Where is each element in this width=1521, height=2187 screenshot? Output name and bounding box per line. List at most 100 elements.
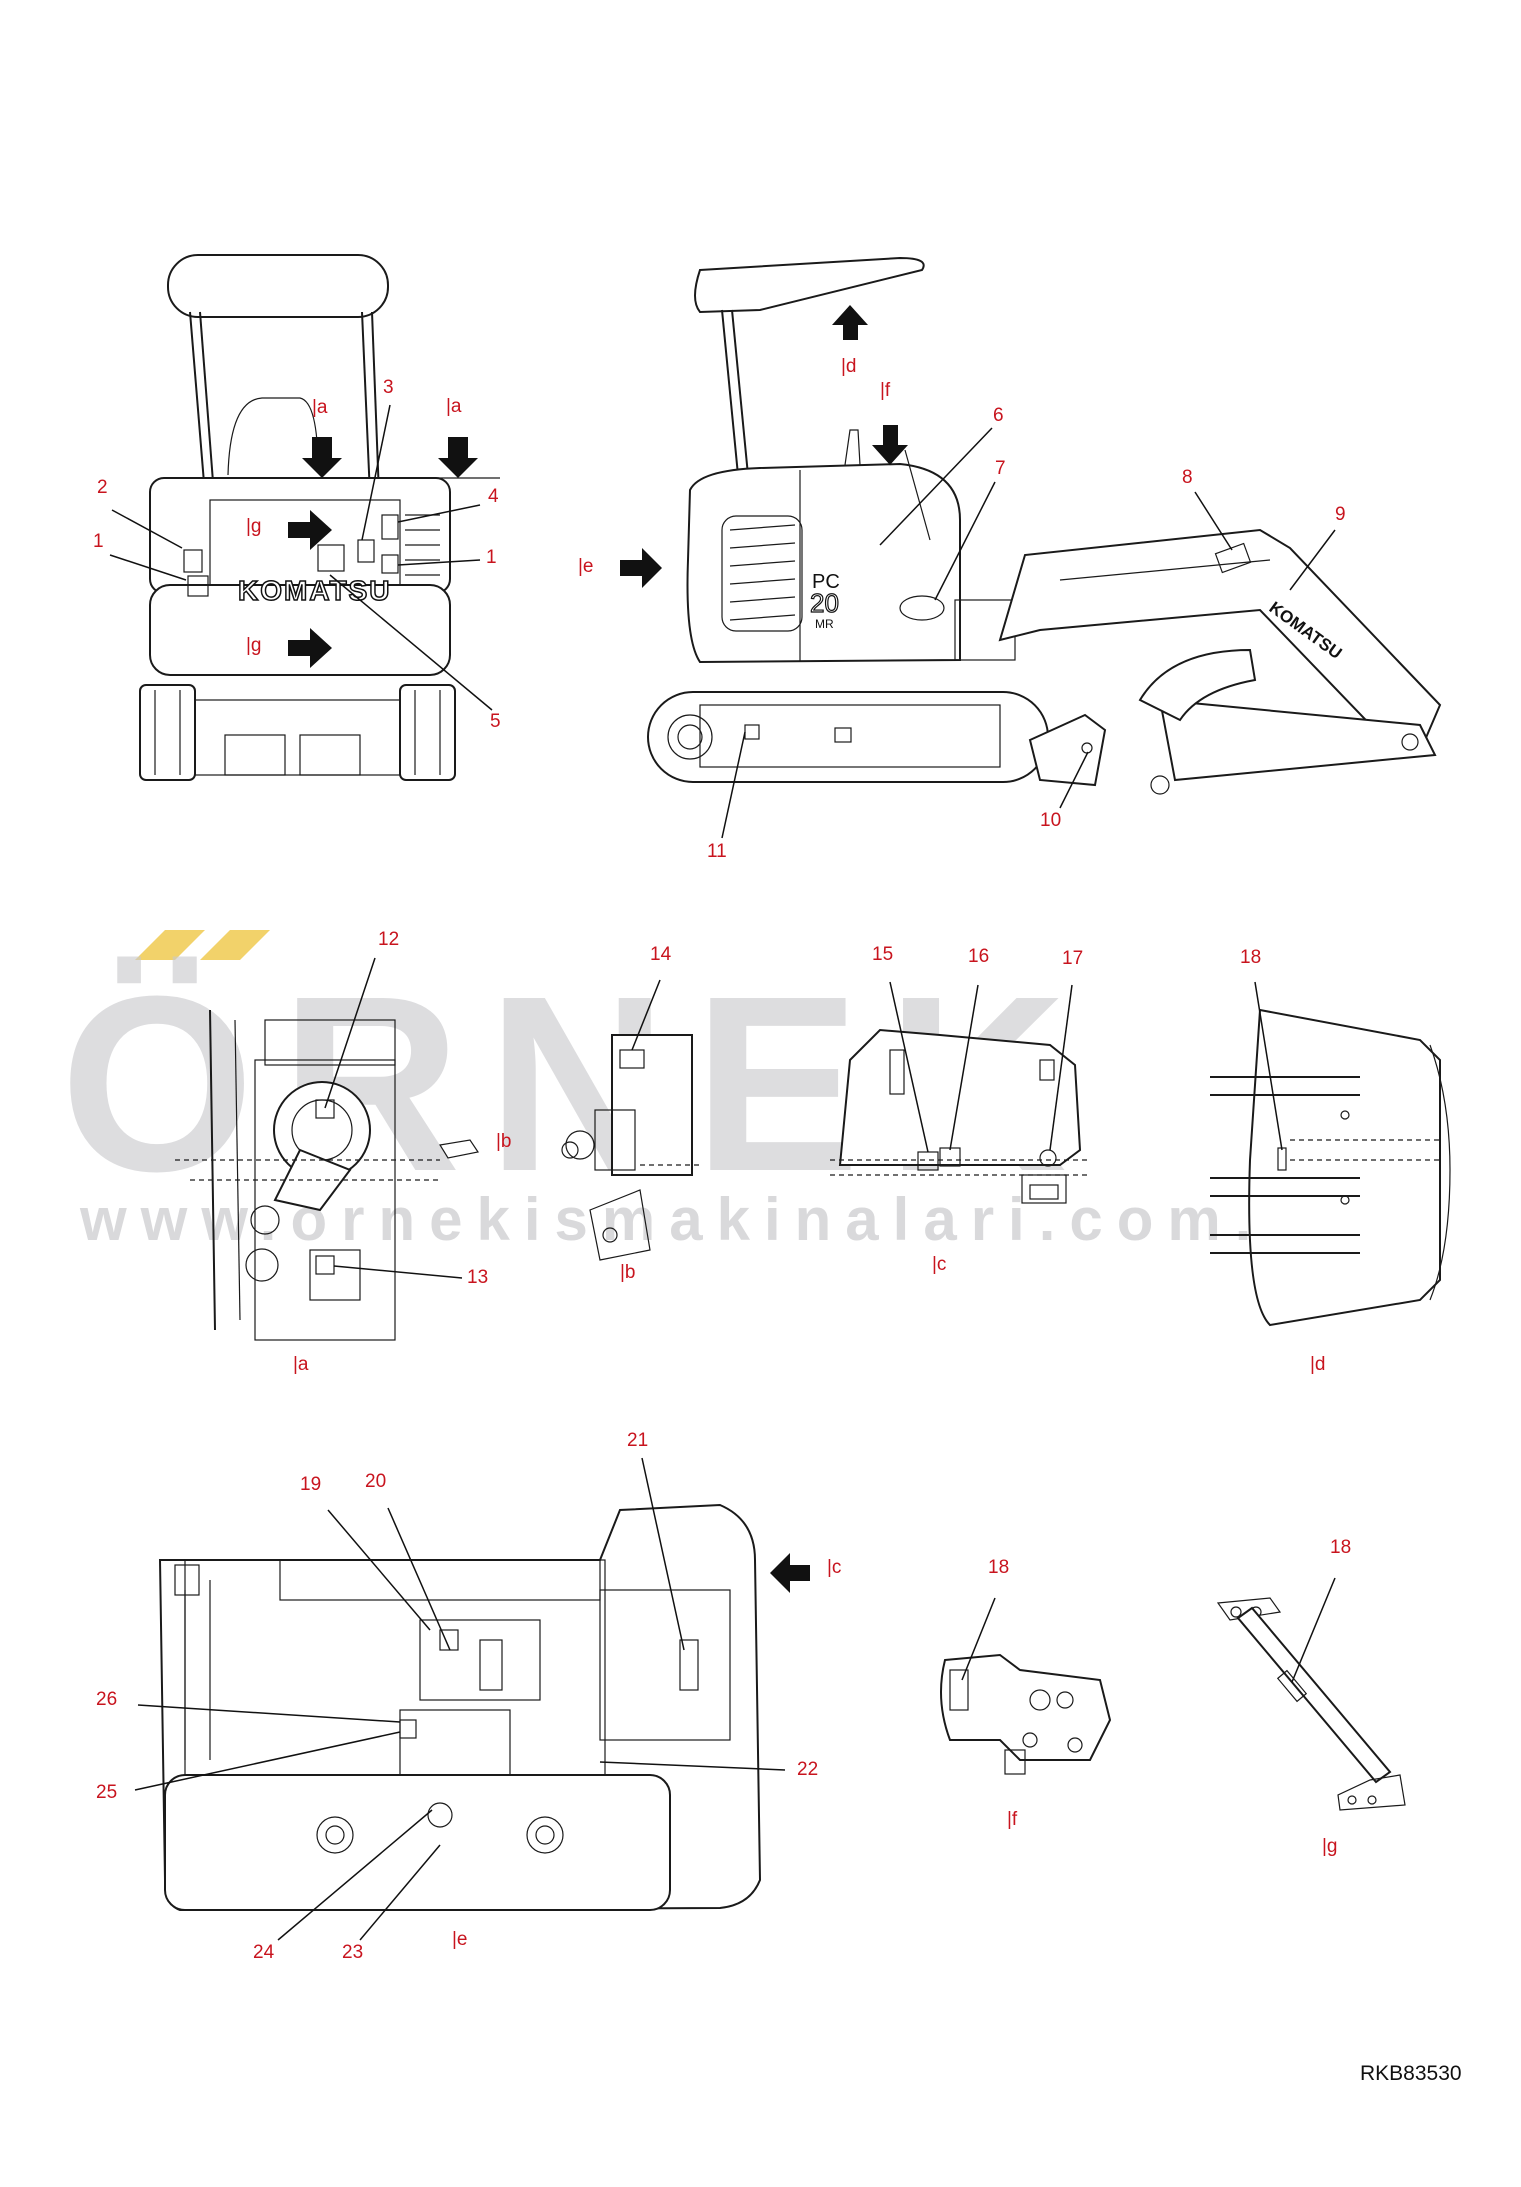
detail-c-drawing: [830, 1028, 1090, 1204]
callout-15: 15: [872, 944, 893, 965]
detail-g-drawing: [1216, 1597, 1406, 1811]
view-tag-g-2: |g: [246, 635, 262, 656]
callout-10: 10: [1040, 810, 1061, 831]
view-arrow-e: [620, 548, 662, 588]
callout-13: 13: [467, 1267, 488, 1288]
detail-b-ref: [439, 1139, 479, 1159]
side-view-drawing: PC 20 MR KOMATSU: [620, 256, 1442, 795]
detail-c-frame: [838, 1028, 1082, 1166]
callout-1-right: 1: [486, 547, 497, 568]
watermark-accent-right: [200, 930, 270, 960]
detail-label-a: |a: [293, 1354, 309, 1375]
detail-f-leaders: [961, 1597, 996, 1681]
drawing-code: RKB83530: [1360, 2062, 1462, 2085]
view-arrow-f: [872, 425, 908, 465]
detail-label-c: |c: [932, 1254, 946, 1275]
rear-brand-text: KOMATSU: [238, 575, 391, 606]
side-model-prefix: PC: [812, 571, 840, 593]
detail-e-drawing: [158, 1503, 810, 1912]
side-boom: [998, 528, 1442, 741]
callout-18-f: 18: [988, 1557, 1009, 1578]
detail-label-b: |b: [620, 1262, 636, 1283]
view-arrow-c: [770, 1553, 810, 1593]
canopy-roof: [167, 254, 389, 318]
rear-grille: [405, 514, 440, 576]
callout-3: 3: [383, 377, 394, 398]
detail-e-leaders: [134, 1457, 786, 1941]
side-arm: [1158, 698, 1437, 782]
right-track: [399, 684, 456, 781]
view-tags: |a |a |g |g |d |f |e |b |a |b |c |d |c |…: [246, 356, 1338, 1950]
rear-view-leaders: [109, 404, 493, 711]
view-arrow-a-2: [438, 437, 478, 478]
detail-g-leaders: [1291, 1577, 1336, 1683]
callout-16: 16: [968, 946, 989, 967]
callout-18-d: 18: [1240, 947, 1261, 968]
detail-label-f: |f: [1007, 1809, 1018, 1830]
side-bucket: [1138, 648, 1257, 722]
callout-21: 21: [627, 1430, 648, 1451]
watermark: ÖRNEK www.ornekismakinalari.com.tr: [60, 930, 1337, 1253]
detail-d-frame: [1248, 1008, 1441, 1327]
callout-18-g: 18: [1330, 1537, 1351, 1558]
view-tag-g-1: |g: [246, 516, 262, 537]
side-model-suffix: MR: [815, 617, 834, 631]
callout-5: 5: [490, 711, 501, 732]
watermark-accent-left: [135, 930, 205, 960]
left-track: [139, 684, 196, 781]
callout-labels: 1 1 2 3 4 5 6 7 8 9 10 11 12 13 14 15 16…: [93, 377, 1351, 1963]
detail-label-e: |e: [452, 1929, 468, 1950]
detail-b-drawing: [439, 1034, 700, 1261]
watermark-url: www.ornekismakinalari.com.tr: [79, 1186, 1337, 1253]
callout-14: 14: [650, 944, 672, 965]
view-tag-f: |f: [880, 380, 891, 401]
view-arrow-g-1: [288, 510, 332, 550]
detail-g-cylinder: [1236, 1606, 1392, 1784]
callout-26: 26: [96, 1689, 117, 1710]
side-grille: [721, 515, 803, 632]
callout-7: 7: [995, 458, 1006, 479]
view-arrow-g-2: [288, 628, 332, 668]
rear-view-drawing: KOMATSU: [139, 254, 500, 781]
detail-c-leaders: [889, 981, 1073, 1153]
view-tag-b-ref: |b: [496, 1131, 512, 1152]
side-body: [686, 462, 961, 664]
callout-1-left: 1: [93, 531, 104, 552]
detail-f-drawing: [940, 1653, 1112, 1775]
side-blade: [1028, 713, 1107, 787]
callout-8: 8: [1182, 467, 1193, 488]
callout-9: 9: [1335, 504, 1346, 525]
callout-17: 17: [1062, 948, 1083, 969]
side-view-leaders: [721, 427, 1336, 839]
callout-11: 11: [707, 841, 727, 862]
view-tag-c-ref: |c: [827, 1557, 841, 1578]
detail-a-drawing: [175, 1009, 440, 1341]
callout-25: 25: [96, 1782, 117, 1803]
detail-f-valve: [940, 1653, 1112, 1761]
callout-12: 12: [378, 929, 399, 950]
detail-b-leaders: [631, 979, 661, 1051]
detail-label-g: |g: [1322, 1836, 1338, 1857]
view-arrow-d: [832, 305, 868, 340]
detail-e-tank: [164, 1774, 671, 1911]
side-model-number: 20: [810, 588, 839, 618]
detail-label-d: |d: [1310, 1354, 1326, 1375]
callout-20: 20: [365, 1471, 386, 1492]
detail-b-panel: [611, 1034, 693, 1176]
callout-24: 24: [253, 1942, 275, 1963]
callout-19: 19: [300, 1474, 321, 1495]
view-tag-a-1: |a: [312, 397, 328, 418]
callout-2: 2: [97, 477, 108, 498]
detail-d-leaders: [1254, 981, 1283, 1151]
callout-6: 6: [993, 405, 1004, 426]
view-tag-e: |e: [578, 556, 594, 577]
detail-d-drawing: [1210, 1008, 1451, 1327]
view-arrow-a-1: [302, 437, 342, 478]
callout-4: 4: [488, 486, 499, 507]
detail-a-leaders: [324, 957, 463, 1279]
view-tag-d: |d: [841, 356, 857, 377]
callout-22: 22: [797, 1759, 818, 1780]
callout-23: 23: [342, 1942, 363, 1963]
side-canopy: [694, 256, 925, 314]
